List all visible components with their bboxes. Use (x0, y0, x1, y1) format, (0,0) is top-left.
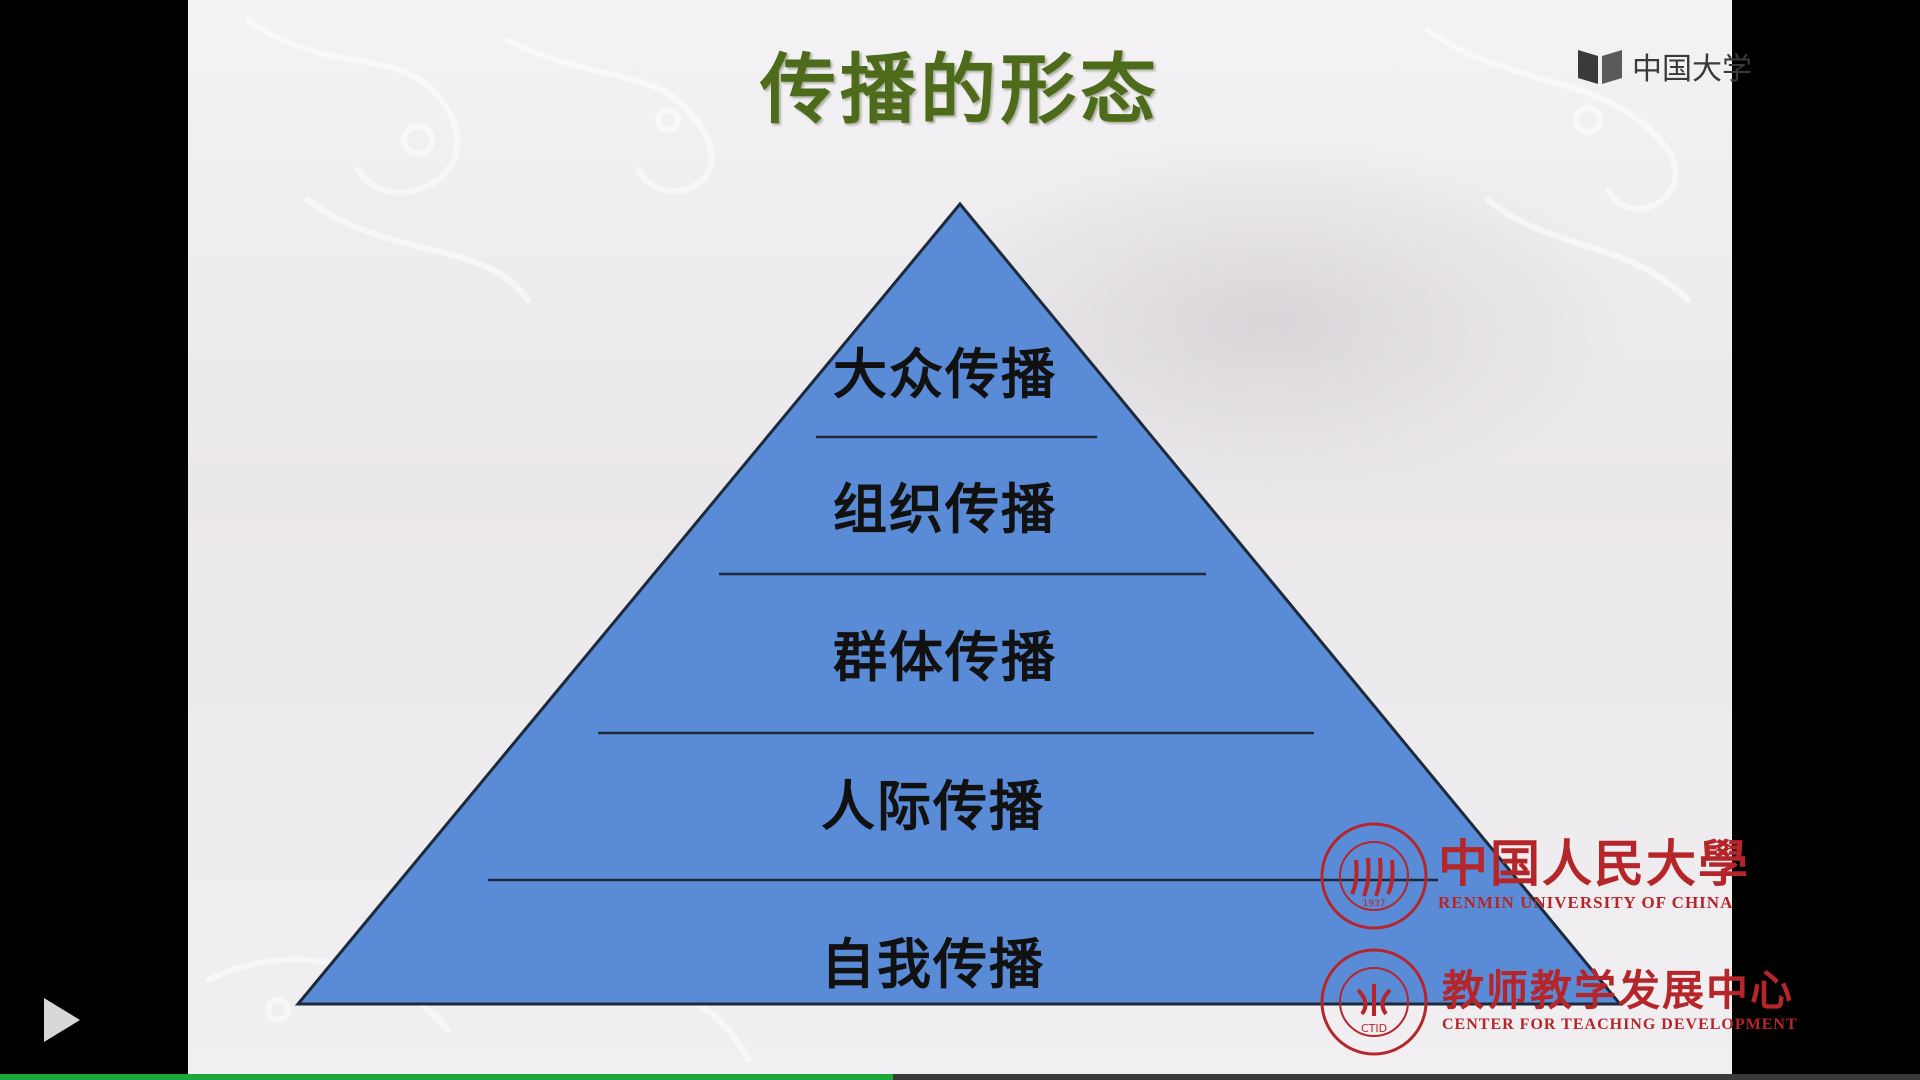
tier-label-group: 群体传播 (833, 626, 1057, 689)
center-seal: CTID (1320, 948, 1428, 1056)
pyramid-shape (294, 201, 1624, 1006)
center-name-cn: 教师教学发展中心 (1442, 966, 1795, 1015)
platform-watermark: 中国大学 (1576, 44, 1752, 88)
university-logo: 1937 中国人民大學 RENMIN UNIVERSITY OF CHINA (1318, 820, 1750, 932)
pyramid-diagram (294, 201, 1624, 1006)
seal-year: 1937 (1363, 899, 1386, 909)
center-name-en: CENTER FOR TEACHING DEVELOPMENT (1442, 1016, 1798, 1033)
book-icon (1578, 50, 1622, 84)
slide-canvas: 传播的形态 大众传播 组织传播 群体传播 人际传播 自我传播 (188, 0, 1732, 1076)
tier-label-intrapersonal: 自我传播 (821, 933, 1045, 996)
university-name-cn: 中国人民大學 (1438, 834, 1750, 893)
tier-label-interpersonal: 人际传播 (821, 775, 1045, 838)
university-name-en: RENMIN UNIVERSITY OF CHINA (1438, 893, 1734, 912)
center-logo: CTID 教师教学发展中心 CENTER FOR TEACHING DEVELO… (1318, 946, 1798, 1058)
progress-fill (0, 1074, 893, 1080)
slide-title: 传播的形态 (760, 45, 1160, 134)
seal-abbr: CTID (1361, 1022, 1387, 1035)
watermark-text: 中国大学 (1632, 52, 1752, 87)
play-icon[interactable] (40, 994, 84, 1046)
tier-label-mass: 大众传播 (833, 343, 1057, 406)
progress-bar[interactable] (0, 1074, 1920, 1080)
tier-label-organization: 组织传播 (833, 478, 1057, 541)
university-seal: 1937 (1320, 822, 1428, 930)
background-ornament (205, 17, 1691, 1063)
